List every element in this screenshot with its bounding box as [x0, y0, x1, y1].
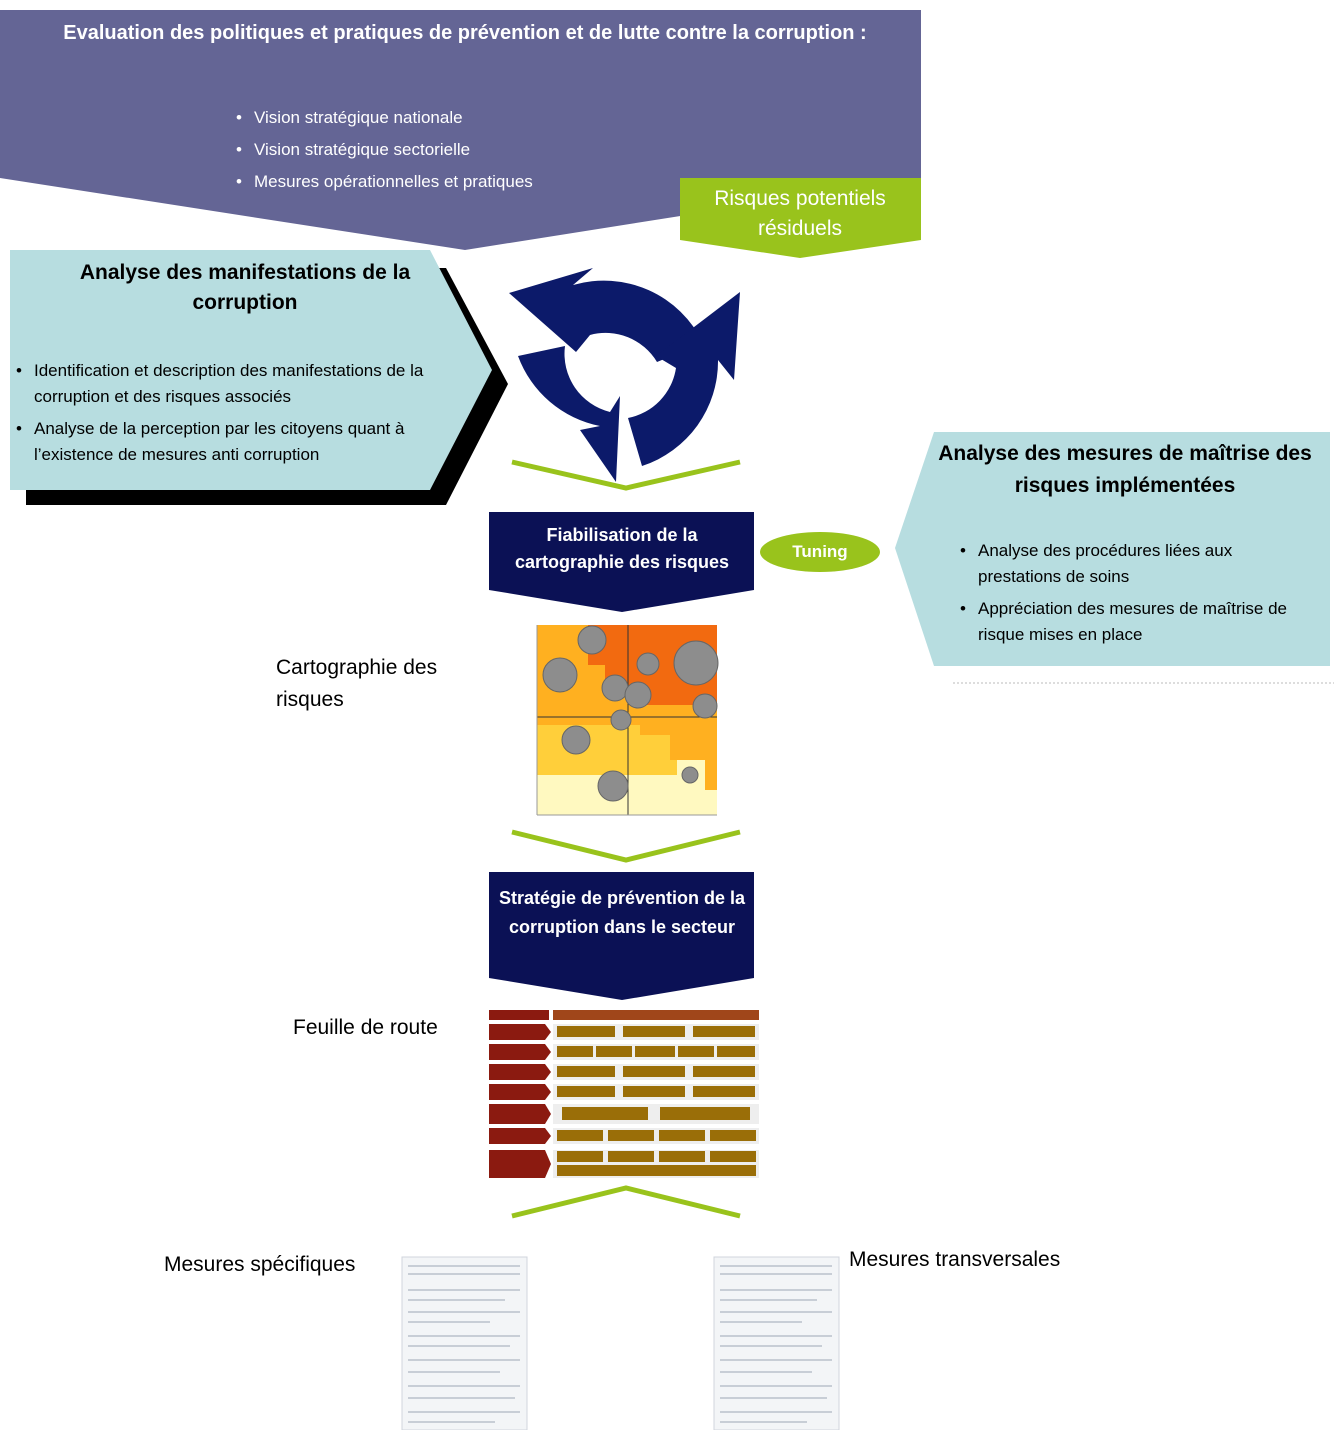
green-chevron-3	[511, 1185, 741, 1219]
right-box-list: Analyse des procédures liées aux prestat…	[960, 538, 1320, 648]
strategie-label: Stratégie de prévention de la corruption…	[498, 888, 746, 937]
top-banner-title: Evaluation des politiques et pratiques d…	[63, 22, 867, 44]
roadmap-thumbnail	[489, 1010, 759, 1180]
residual-tag-shape	[680, 178, 921, 258]
left-box-list: Identification et description des manife…	[16, 358, 461, 468]
risk-map-thumbnail	[517, 617, 724, 827]
residual-risks-tag: Risques potentiels résiduels	[714, 187, 886, 240]
cycle-arrows-icon	[509, 268, 740, 482]
left-box-title: Analyse des manifestations de la corrupt…	[79, 261, 411, 314]
strategie-arrow-shape	[489, 872, 754, 1000]
right-box-item: Appréciation des mesures de maîtrise de …	[960, 596, 1320, 648]
tuning-pill	[760, 532, 880, 572]
fiabilisation-label: Fiabilisation de la cartographie des ris…	[514, 525, 730, 572]
feuille-de-route-label: Feuille de route	[293, 1016, 438, 1039]
mesures-transversales-label: Mesures transversales	[849, 1248, 1061, 1271]
top-banner-list: Vision stratégique nationale Vision stra…	[236, 102, 676, 198]
green-chevron-2	[511, 829, 741, 863]
left-box-item: Analyse de la perception par les citoyen…	[16, 416, 461, 468]
mesures-specifiques-label: Mesures spécifiques	[164, 1253, 356, 1276]
top-banner-item: Vision stratégique nationale	[236, 102, 676, 134]
document-thumbnail-right	[713, 1256, 840, 1430]
tuning-label: Tuning	[792, 542, 848, 561]
green-chevron-1	[511, 459, 741, 491]
right-box-title: Analyse des mesures de maîtrise des risq…	[938, 442, 1312, 497]
fiabilisation-arrow-shape	[489, 512, 754, 612]
cartographie-label: Cartographie des risques	[276, 656, 438, 711]
top-banner-item: Mesures opérationnelles et pratiques	[236, 166, 676, 198]
right-box-item: Analyse des procédures liées aux prestat…	[960, 538, 1320, 590]
left-box-item: Identification et description des manife…	[16, 358, 461, 410]
top-banner-item: Vision stratégique sectorielle	[236, 134, 676, 166]
document-thumbnail-left	[401, 1256, 528, 1430]
